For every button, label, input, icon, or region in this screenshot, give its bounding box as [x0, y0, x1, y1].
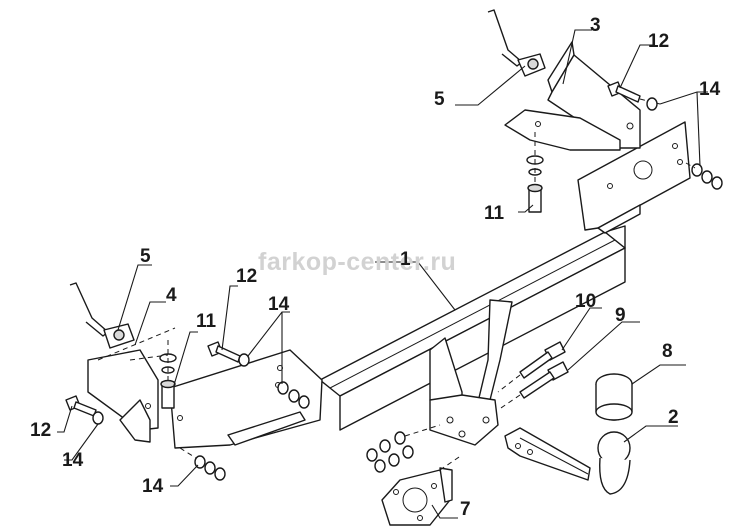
callout-long-bolt-lower: 9	[615, 305, 626, 326]
callout-tow-ball: 8	[662, 341, 673, 362]
socket-plate	[381, 454, 463, 526]
long-bolt-lower	[497, 361, 569, 411]
washer-set-left-bottom	[179, 447, 226, 481]
bolt-left-upper	[207, 341, 241, 363]
callout-towbar-crossbar: 1	[400, 249, 411, 270]
hook-bolt-right	[487, 9, 546, 77]
callout-washer-set-left-bottom: 14	[142, 476, 164, 497]
tow-ball-neck	[504, 427, 631, 495]
towbar-crossbar	[169, 121, 691, 449]
callout-bolt-left-vertical: 11	[196, 311, 217, 332]
long-bolt-upper	[497, 341, 566, 393]
tow-ball	[595, 373, 633, 421]
washer-set-left-lower	[92, 411, 104, 425]
assembly-line	[129, 354, 169, 361]
callout-hook-bolt-right: 5	[434, 89, 445, 110]
washer-set-left-upper	[238, 353, 310, 409]
right-side-bracket	[504, 41, 641, 151]
callout-hook-bolt-left: 5	[140, 246, 151, 267]
callout-left-side-bracket: 4	[166, 285, 177, 306]
hook-bolt-left	[69, 282, 135, 349]
callout-washer-set-left-upper: 14	[268, 294, 290, 315]
bolt-left-vertical	[159, 340, 177, 409]
left-side-bracket	[87, 349, 159, 443]
leader-lines	[57, 29, 708, 519]
callout-washer-set-left-lower: 14	[62, 450, 84, 471]
callout-right-side-bracket: 3	[590, 15, 601, 36]
bolt-right-vertical	[526, 132, 544, 213]
callout-bolt-left-lower: 12	[30, 420, 52, 441]
callout-long-bolt-upper: 10	[575, 291, 597, 312]
assembly-line	[97, 327, 176, 361]
callout-bolt-left-upper: 12	[236, 266, 258, 287]
callout-washer-set-right: 14	[699, 79, 721, 100]
bolt-right-top	[607, 81, 661, 105]
nut-set-center	[366, 424, 441, 473]
callout-bolt-right-vertical: 11	[484, 203, 505, 224]
watermark-text: farkop-center.ru	[258, 248, 457, 276]
callout-tow-ball-neck: 2	[668, 407, 679, 428]
bolt-left-lower	[65, 395, 97, 417]
callout-socket-plate: 7	[460, 499, 471, 520]
washer-set-right	[646, 97, 723, 190]
callout-bolt-right-top: 12	[648, 31, 670, 52]
